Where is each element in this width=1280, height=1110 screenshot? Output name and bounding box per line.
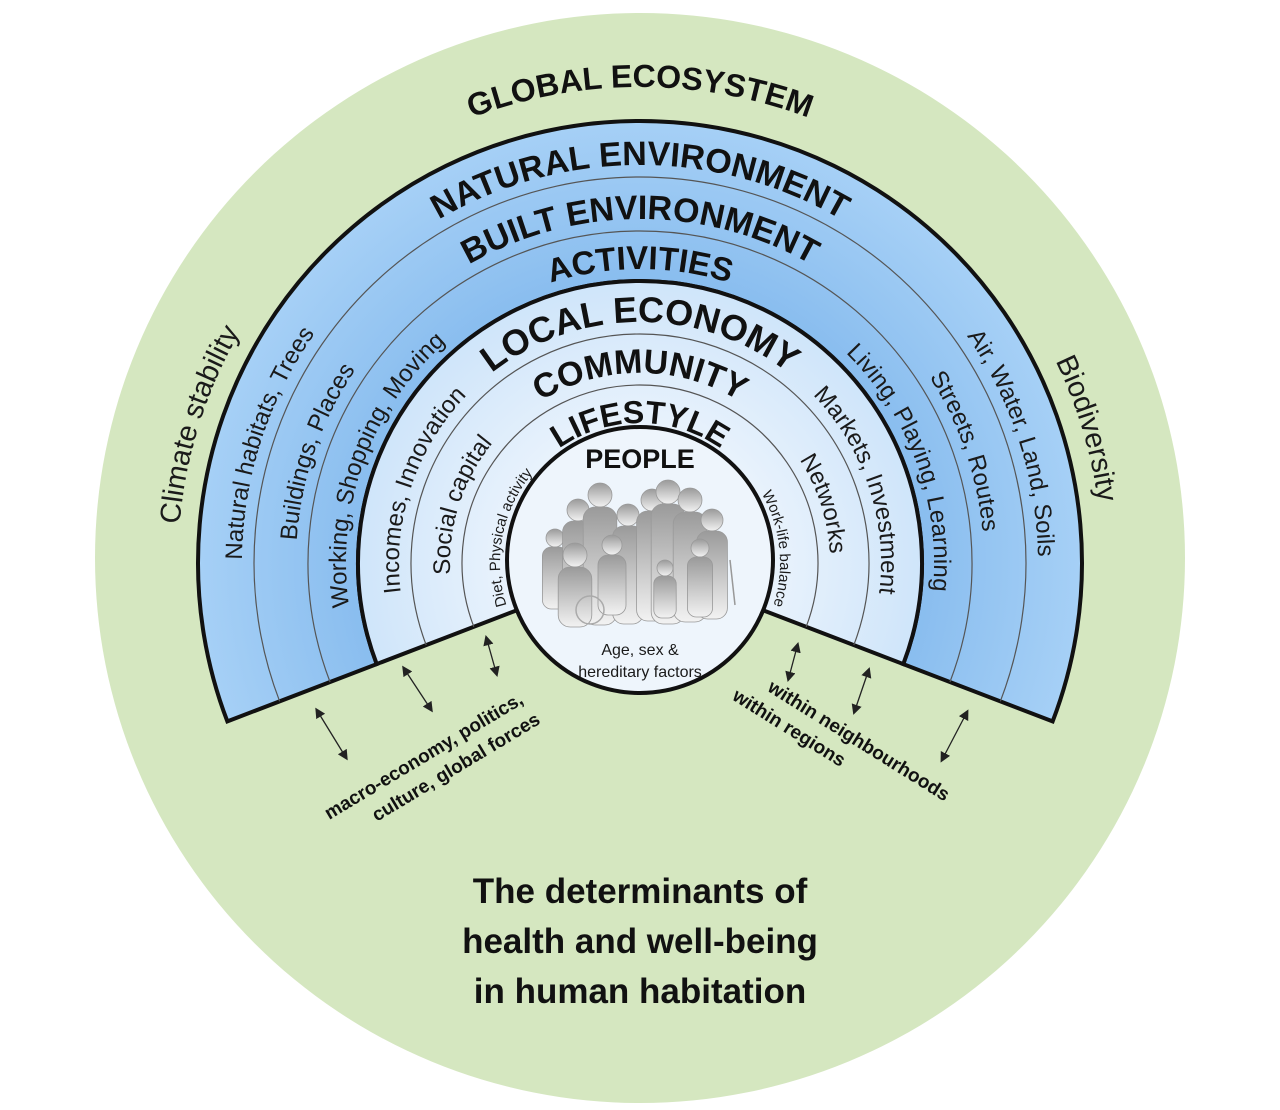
title-line-1: The determinants of [473,872,808,911]
people-factors-line-1: Age, sex & [601,642,679,659]
double-arrow-icon [851,667,872,715]
band-divider-line [410,333,870,646]
title-line-2: health and well-being [462,922,818,961]
band-divider-line [307,230,973,683]
title-line-3: in human habitation [474,972,806,1011]
double-arrow-icon [402,665,433,713]
people-illustration-icon [542,479,736,628]
scale-arrows [315,634,969,763]
double-arrow-icon [785,641,801,683]
double-arrow-icon [315,707,348,761]
band-divider-line [461,384,819,628]
people-factors-line-2: hereditary factors [578,664,702,681]
people-heading: PEOPLE [585,444,695,474]
band-divider-line [253,176,1027,702]
band-dividers [253,176,1027,702]
double-arrow-icon [483,634,500,678]
double-arrow-icon [940,709,969,763]
